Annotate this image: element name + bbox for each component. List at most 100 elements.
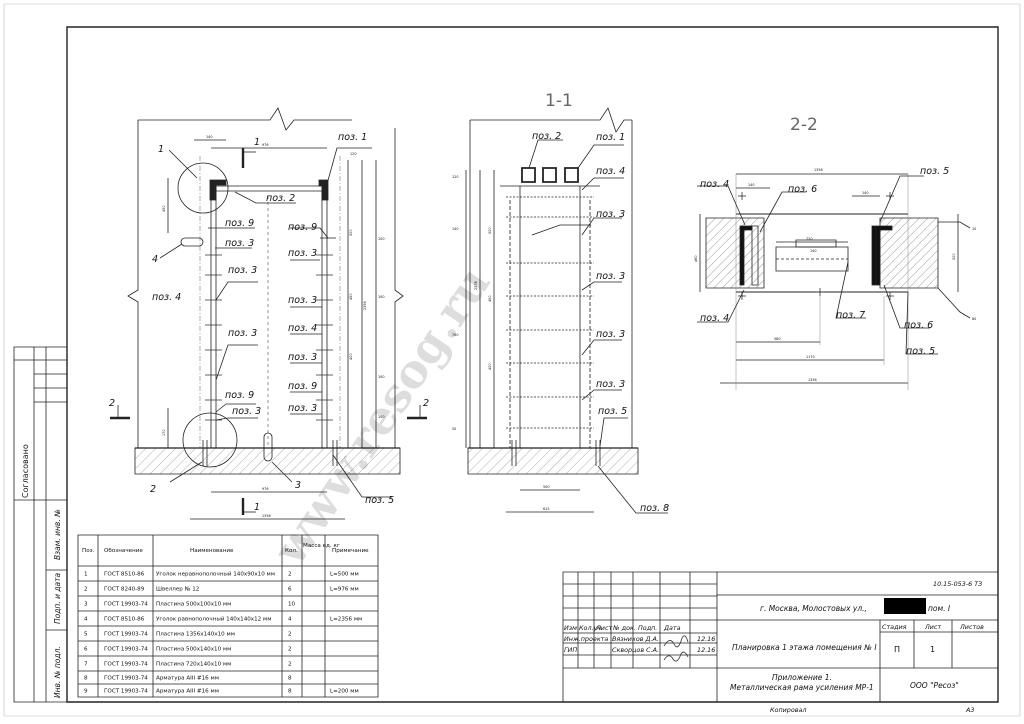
s11-pos3-c: поз. 3 — [596, 329, 625, 340]
spec-cell: 5 — [84, 632, 88, 638]
s22-dim-460: 460 — [694, 256, 698, 262]
label-2: 2 — [150, 484, 156, 495]
tb-name-engineer: Вязников Д.А. — [612, 635, 659, 643]
s11-dim-120: 120 — [452, 175, 458, 179]
spec-cell: Уголок неравнополочный 140х90х10 мм — [156, 571, 275, 578]
spec-cell: 10 — [288, 602, 296, 608]
s22-pos7: поз. 7 — [836, 310, 865, 321]
tb-code: 10.15-053-6 ТЗ — [933, 580, 982, 588]
s11-pos3-b: поз. 3 — [596, 271, 625, 282]
spec-cell: ГОСТ 19903-74 — [104, 632, 148, 638]
label-3: 3 — [295, 480, 301, 491]
spec-cell: 2 — [288, 647, 292, 653]
label-pos2: поз. 2 — [266, 193, 295, 204]
s22-dim-1356-bottom: 1356 — [808, 378, 817, 382]
tb-date-engineer: 12.16 — [697, 635, 715, 643]
label-pos3-b: поз. 3 — [228, 265, 257, 276]
dim-400-v: 400 — [349, 354, 353, 360]
label-pos9-r: поз. 9 — [288, 222, 317, 233]
title-block — [563, 572, 998, 702]
spec-header-pos: Поз. — [82, 548, 95, 554]
label-4: 4 — [152, 254, 158, 265]
spec-cell: 3 — [84, 602, 88, 608]
s22-pos5-bottom: поз. 5 — [906, 346, 935, 357]
page-border — [4, 4, 1020, 716]
spec-cell: ГОСТ 8240-89 — [104, 587, 145, 593]
dim-1356-bottom: 1356 — [262, 514, 271, 518]
spec-cell: Уголок равнополочный 140х140х12 мм — [156, 616, 271, 623]
dim-2356: 2356 — [363, 301, 367, 310]
label-1: 1 — [158, 144, 164, 155]
side-label-sign: Подп. и дата — [53, 573, 62, 624]
spec-cell: 8 — [84, 676, 88, 682]
spec-cell: Пластина 1356х140х10 мм — [156, 632, 235, 638]
s11-dim-2378: 2378 — [474, 281, 478, 290]
label-pos9-r2: поз. 9 — [288, 381, 317, 392]
spec-cell: ГОСТ 8510-86 — [104, 617, 145, 623]
s11-pos1: поз. 1 — [596, 132, 625, 143]
tb-col-koluch: Кол.уч. — [579, 624, 603, 632]
s11-dim-450-v: 450 — [488, 296, 492, 302]
tb-role-engineer: Инж.проекта — [564, 635, 608, 643]
dim-976-top: 976 — [262, 143, 268, 147]
tb-col-izm: Изм. — [564, 624, 579, 632]
s22-pos4-top: поз. 4 — [700, 179, 729, 190]
section-mark-1-top: 1 — [254, 137, 260, 148]
label-pos3-r1: поз. 3 — [288, 248, 317, 259]
spec-header-name: Наименование — [190, 548, 234, 554]
tb-address: г. Москва, Молостовых ул., — [760, 604, 867, 613]
tb-sheet-no: 1 — [930, 645, 935, 654]
tb-drawing-title: Металлическая рама усиления МР-1 — [730, 683, 874, 692]
section-mark-2-right: 2 — [423, 398, 429, 409]
spec-header-mass: Масса ед. кг — [303, 543, 340, 549]
spec-cell: ГОСТ 19903-74 — [104, 676, 148, 682]
s11-pos2: поз. 2 — [532, 131, 561, 142]
tb-copied: Копировал — [770, 706, 807, 714]
spec-cell: L=200 мм — [330, 689, 359, 695]
redacted-block — [884, 598, 926, 614]
s11-dim-500-v: 500 — [488, 228, 492, 234]
section-1-1-view — [466, 108, 668, 513]
spec-cell: 8 — [288, 676, 292, 682]
spec-cell: 2 — [84, 587, 88, 593]
tb-sheet-label: Лист — [924, 623, 941, 631]
label-pos5-front: поз. 5 — [365, 495, 394, 506]
spec-cell: L=500 мм — [330, 572, 359, 578]
dim-170-left: 170 — [162, 430, 166, 436]
s22-pos6-bottom: поз. 6 — [904, 320, 933, 331]
s22-pos4-bottom: поз. 4 — [700, 313, 729, 324]
side-label-replace: Взам. инв. № — [53, 509, 62, 560]
spec-cell: L=2356 мм — [330, 617, 362, 623]
s11-dim-400-v: 400 — [488, 364, 492, 370]
spec-cell: 6 — [84, 647, 88, 653]
s22-dim-140-r: 140 — [862, 191, 868, 195]
spec-table — [78, 535, 378, 697]
s22-dim-80: 80 — [972, 317, 976, 321]
tb-plan-title: Планировка 1 этажа помещения № I — [732, 643, 877, 652]
spec-cell: ГОСТ 19903-74 — [104, 662, 148, 668]
spec-cell: 2 — [288, 632, 292, 638]
tb-sheets-label: Листов — [959, 623, 984, 631]
tb-name-gip: Скворцов С.А. — [612, 646, 659, 654]
s22-dim-140-l: 140 — [748, 183, 754, 187]
tb-appendix: Приложение 1. — [772, 673, 832, 682]
label-pos3-r4: поз. 3 — [288, 403, 317, 414]
tb-stage: П — [894, 645, 900, 654]
s11-pos8: поз. 8 — [640, 503, 669, 514]
spec-cell: 9 — [84, 689, 88, 695]
tb-date-gip: 12.16 — [697, 646, 715, 654]
dim-100-c: 100 — [378, 375, 384, 379]
tb-role-gip: ГИП — [564, 646, 577, 654]
signature-1 — [664, 636, 688, 647]
s22-pos5-top: поз. 5 — [920, 166, 949, 177]
spec-header-qty: Кол. — [285, 548, 298, 554]
label-pos1: поз. 1 — [338, 132, 367, 143]
spec-cell: Арматура AIII #16 мм — [156, 676, 219, 682]
tb-format: А3 — [965, 706, 974, 714]
spec-cell: Швеллер № 12 — [156, 587, 199, 593]
dim-450-v: 450 — [349, 294, 353, 300]
s22-dim-580: 580 — [774, 337, 780, 341]
s11-pos3-d: поз. 3 — [596, 379, 625, 390]
spec-cell: 6 — [288, 587, 292, 593]
